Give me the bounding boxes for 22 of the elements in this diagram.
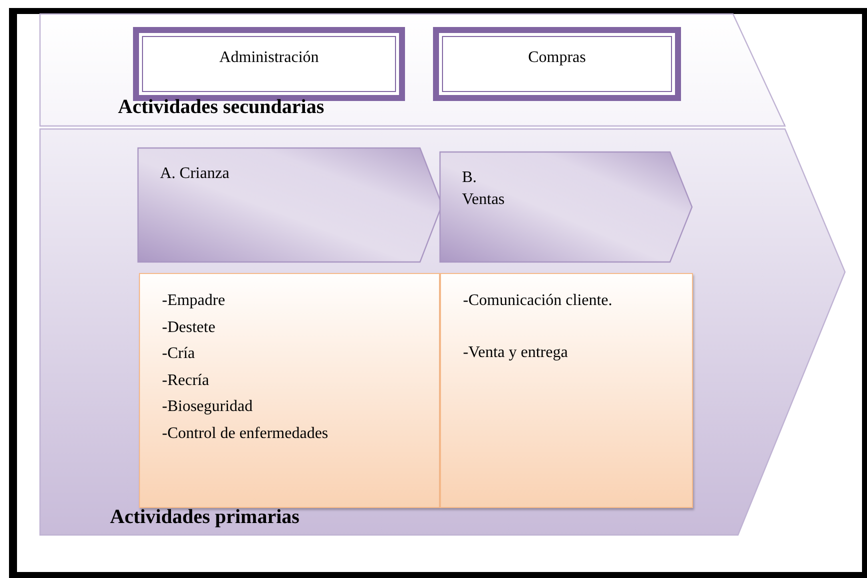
activity-label: Compras — [527, 49, 587, 67]
activity-item: -Cría — [162, 344, 195, 364]
primary-activities-band — [40, 129, 845, 535]
activity-item: -Control de enfermedades — [162, 424, 328, 444]
section-title: Actividades primarias — [110, 506, 300, 529]
activity-item: -Venta y entrega — [463, 343, 568, 363]
activity-item: -Empadre — [162, 291, 226, 311]
activity-list-box — [139, 273, 440, 508]
activity-label: Administración — [218, 49, 320, 67]
secondary-activities-band — [40, 14, 785, 126]
support-activity-box — [433, 27, 681, 101]
activity-item: -Comunicación cliente. — [463, 291, 612, 311]
process-step-box — [440, 152, 692, 262]
process-label: A. Crianza — [160, 164, 230, 184]
section-title: Actividades secundarias — [118, 96, 324, 119]
activity-item: -Destete — [162, 318, 216, 338]
process-label: B. Ventas — [462, 168, 502, 210]
activity-list-box — [440, 273, 693, 508]
process-step-box — [138, 148, 442, 262]
support-activity-box — [133, 27, 405, 101]
activity-item: -Recría — [162, 370, 210, 390]
activity-item: -Bioseguridad — [162, 397, 253, 417]
